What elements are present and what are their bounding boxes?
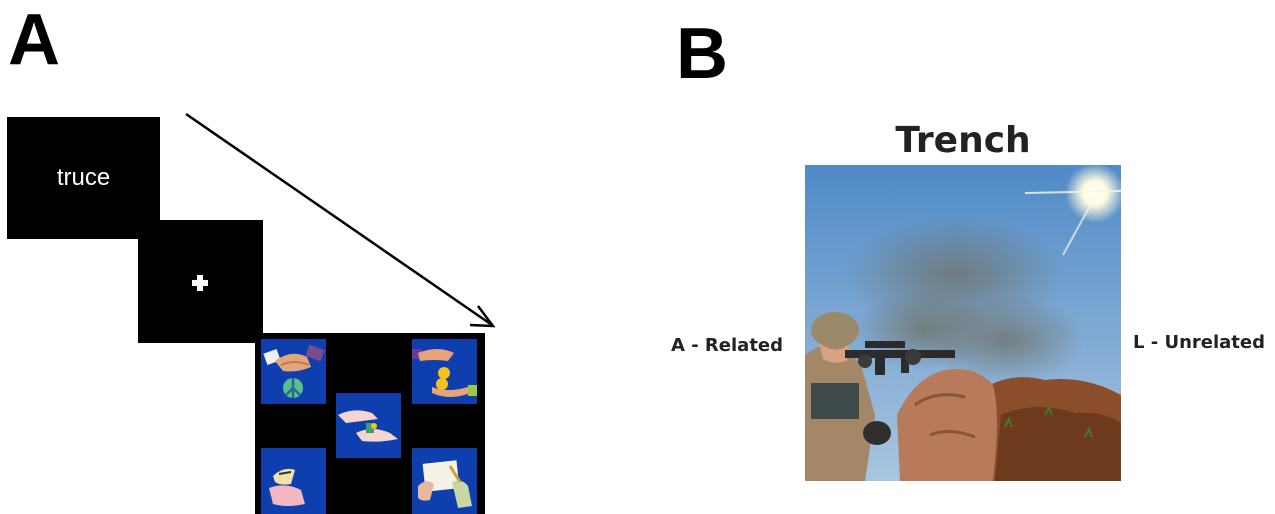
soldier-in-trench-illustration bbox=[805, 165, 1121, 481]
hand-holding-note-icon bbox=[261, 448, 326, 514]
hand-offering-icon bbox=[336, 393, 401, 458]
fixation-screen bbox=[138, 220, 263, 343]
related-key-label: A - Related bbox=[671, 335, 784, 356]
cue-word: truce bbox=[56, 164, 111, 191]
unrelated-key-label: L - Unrelated bbox=[1133, 332, 1266, 353]
image-array-screen bbox=[255, 333, 485, 514]
handshake-peace-icon bbox=[261, 339, 326, 404]
coin-exchange-icon bbox=[412, 339, 477, 404]
hand-writing-note-icon bbox=[412, 448, 477, 514]
panel-b-letter: B bbox=[676, 14, 728, 94]
plus-icon bbox=[192, 275, 208, 291]
time-arrow bbox=[185, 112, 496, 328]
word-screen: truce bbox=[7, 117, 160, 239]
probe-word: Trench bbox=[895, 120, 1031, 161]
panel-a-letter: A bbox=[8, 0, 60, 80]
